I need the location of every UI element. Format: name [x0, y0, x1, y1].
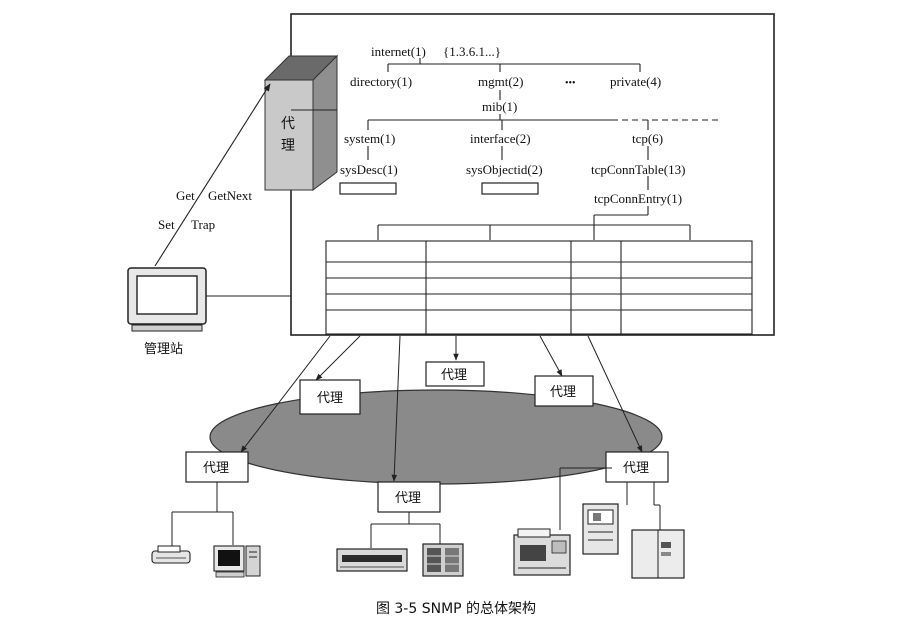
mib-sysobjectid-label: sysObjectid(2): [466, 162, 543, 177]
agent-box-left-top-label: 代理: [317, 391, 343, 406]
agent-cube-label-bottom: 理: [281, 138, 295, 154]
sysobjectid-leaf-box: [481, 182, 539, 195]
mib-interface-label: interface(2): [470, 131, 531, 146]
mib-tcpconnentry-label: tcpConnEntry(1): [594, 191, 682, 206]
agent-cube-label-top: 代: [281, 116, 295, 132]
tcp-conn-table: [325, 240, 753, 335]
agent-box-center-bottom: [377, 481, 441, 513]
mib-mgmt-label: mgmt(2): [478, 74, 524, 89]
manager-station-label: 管理站: [144, 342, 183, 357]
printer-icon: [151, 545, 191, 564]
agent-cube: 代 理: [263, 54, 339, 191]
op-getnext-label: GetNext: [208, 188, 252, 203]
mib-private-label: private(4): [610, 74, 661, 89]
mib-frame: [290, 13, 775, 336]
agent-box-left-bottom-label: 代理: [203, 461, 229, 476]
agent-box-right-bottom: [605, 451, 669, 483]
figure-caption: 图 3-5 SNMP 的总体架构: [376, 601, 536, 617]
agent-box-center-bottom-label: 代理: [395, 491, 421, 506]
file-server-icon: [631, 529, 685, 579]
mib-to-agent-arrows: [240, 335, 643, 482]
fax-machine-icon: [582, 503, 619, 555]
op-set-label: Set: [158, 217, 175, 232]
mib-system-label: system(1): [344, 131, 395, 146]
server-icon: [422, 543, 464, 577]
mib-tree-lines: [367, 58, 718, 240]
agent-box-left-bottom: [185, 451, 249, 483]
desktop-computer-icon: [213, 545, 261, 578]
agent-box-left-top: [299, 379, 361, 415]
manager-station-monitor-icon: [127, 267, 207, 332]
mib-sysdesc-label: sysDesc(1): [340, 162, 398, 177]
manager-to-agent-arrow: [154, 83, 271, 267]
tape-drive-icon: [336, 548, 408, 572]
agent-box-right-bottom-label: 代理: [623, 461, 649, 476]
mib-mib-label: mib(1): [482, 99, 517, 114]
copier-icon: [513, 528, 571, 576]
agent-box-center-top: [425, 361, 485, 387]
mib-root-oid-label: {1.3.6.1...}: [443, 44, 501, 59]
mib-root-label: internet(1): [371, 44, 426, 59]
sysdesc-leaf-box: [339, 182, 397, 195]
mib-ellipsis-label: •••: [565, 78, 576, 89]
device-connection-lines: [171, 467, 661, 548]
agent-box-right-top: [534, 375, 594, 407]
mib-directory-label: directory(1): [350, 74, 412, 89]
op-trap-label: Trap: [191, 217, 215, 232]
mib-tcp-label: tcp(6): [632, 131, 663, 146]
op-get-label: Get: [176, 188, 195, 203]
agent-box-right-top-label: 代理: [550, 385, 576, 400]
agent-box-center-top-label: 代理: [441, 368, 467, 383]
mib-tcpconntable-label: tcpConnTable(13): [591, 162, 685, 177]
